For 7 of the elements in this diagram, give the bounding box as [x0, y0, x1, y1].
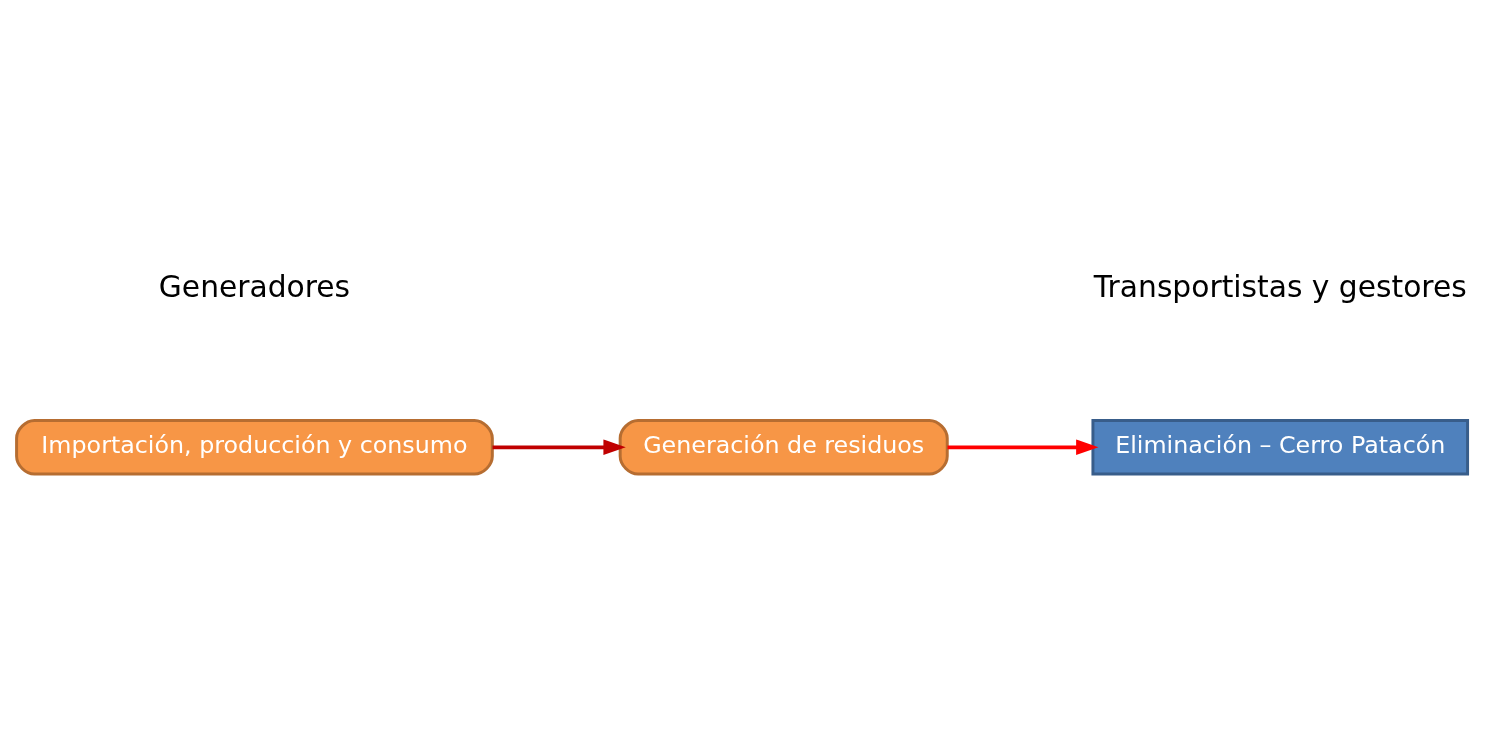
arrow: [492, 439, 626, 456]
arrow: [947, 439, 1099, 456]
node-box: Generación de residuos: [618, 419, 949, 476]
node-box: Importación, producción y consumo: [15, 419, 494, 476]
node-box: Eliminación – Cerro Patacón: [1091, 419, 1470, 476]
label: Generadores: [158, 269, 351, 305]
label: Transportistas y gestores: [1093, 269, 1467, 305]
